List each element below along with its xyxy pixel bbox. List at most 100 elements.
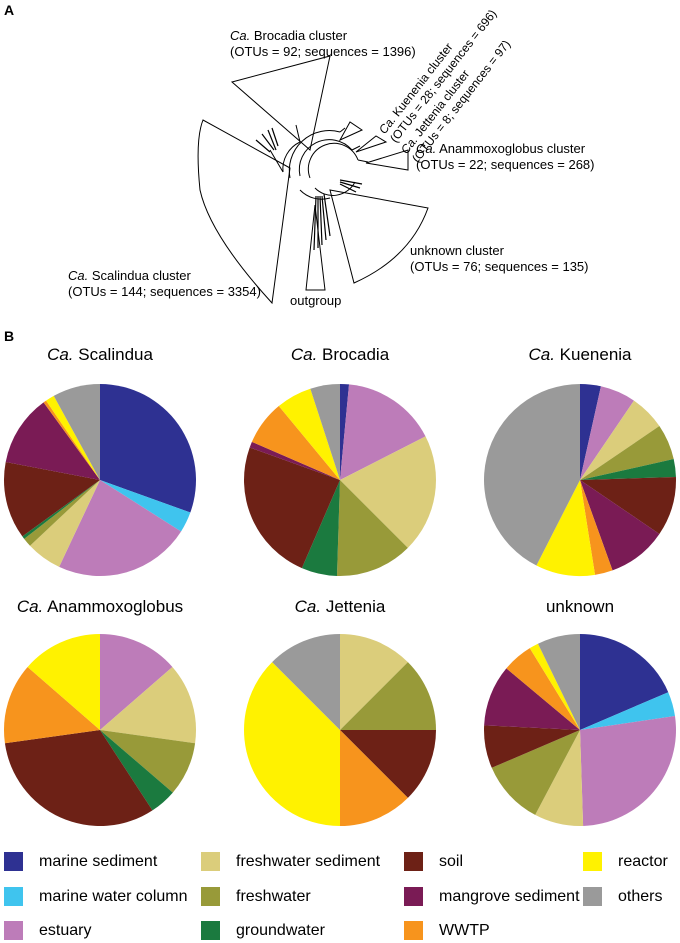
pie-slice-estuary (59, 480, 182, 576)
pie-slice-mangrove-sediment (5, 402, 100, 480)
legend-item-marine-sediment: marine sediment (4, 852, 157, 871)
pie-jettenia (243, 634, 437, 826)
pie-slice-reactor (536, 480, 596, 576)
legend-swatch (583, 887, 602, 906)
pie-slice-reactor (529, 643, 580, 730)
pie-slice-soil (340, 730, 437, 798)
pie-slice-reactor (243, 662, 340, 826)
outgroup-label: outgroup (290, 293, 342, 308)
pie-title-unknown: unknown (545, 597, 615, 616)
pie-slice-estuary (340, 384, 426, 480)
pie-slice-reactor (46, 395, 100, 480)
anammoxoglobus-clade-wedge (365, 149, 409, 171)
pie-slice-marine-sediment (100, 384, 197, 513)
pie-slice-freshwater-sediment (340, 436, 437, 548)
legend-swatch (201, 887, 220, 906)
pie-slice-others (310, 384, 340, 480)
pie-slice-freshwater-sediment (100, 666, 196, 744)
pie-slice-freshwater (24, 480, 100, 546)
pie-slice-soil (580, 476, 676, 534)
panel-b-letter: B (4, 328, 15, 344)
tree-branches (269, 124, 369, 200)
pie-slice-groundwater (580, 459, 676, 480)
pie-slice-WWTP (506, 648, 580, 730)
pie-slice-freshwater (340, 662, 436, 730)
pie-slice-mangrove-sediment (580, 480, 660, 571)
cluster-label-brocadia: Ca. Brocadia cluster (OTUs = 92; sequenc… (230, 28, 416, 59)
pie-slice-others (537, 634, 580, 730)
pie-slice-freshwater (580, 426, 674, 480)
legend-item-marine-water-column: marine water column (4, 887, 188, 906)
legend-item-wwtp: WWTP (404, 921, 490, 940)
panel-a-letter: A (4, 2, 15, 18)
legend-item-estuary: estuary (4, 921, 91, 940)
outgroup-wedge (305, 204, 326, 291)
pie-slice-freshwater-sediment (340, 634, 408, 730)
pie-slice-soil (244, 447, 340, 569)
legend-swatch (4, 921, 23, 940)
scalindua-clade-wedge (197, 119, 291, 305)
legend-item-soil: soil (404, 852, 463, 871)
pie-slice-soil (4, 730, 153, 826)
pie-slice-freshwater-sediment (580, 400, 660, 480)
pie-slice-freshwater (491, 730, 580, 815)
pie-kuenenia (484, 384, 676, 576)
pie-slice-freshwater-sediment (535, 730, 584, 826)
legend-swatch (4, 887, 23, 906)
legend-swatch (404, 921, 423, 940)
pie-slice-mangrove-sediment (249, 441, 340, 480)
pie-slice-freshwater-sediment (30, 480, 100, 567)
legend-swatch (201, 921, 220, 940)
pie-slice-reactor (27, 634, 101, 730)
pie-slice-marine-water-column (100, 480, 191, 532)
legend-swatch (4, 852, 23, 871)
pie-slice-freshwater (336, 480, 408, 577)
unknown-clade-wedge (329, 189, 429, 284)
cluster-label-scalindua: Ca. Scalindua cluster (OTUs = 144; seque… (68, 268, 261, 299)
pie-anammoxoglobus (4, 634, 196, 826)
phylogenetic-tree (197, 55, 429, 305)
pie-slice-estuary (580, 716, 676, 826)
kuenenia-clade-wedge (338, 121, 364, 142)
legend-swatch (404, 852, 423, 871)
pie-title-scalindua: Ca. Scalindua (47, 345, 153, 364)
legend-item-others: others (583, 887, 662, 906)
legend-item-freshwater-sediment: freshwater sediment (201, 852, 380, 871)
pie-title-anammoxoglobus: Ca. Anammoxoglobus (16, 597, 184, 616)
legend-item-reactor: reactor (583, 852, 668, 871)
pie-slice-reactor (278, 388, 340, 480)
pie-slice-mangrove-sediment (484, 668, 580, 730)
pie-slice-groundwater (100, 730, 173, 811)
legend-item-freshwater: freshwater (201, 887, 311, 906)
pie-slice-soil (4, 462, 101, 537)
pie-brocadia (244, 384, 437, 577)
legend-item-groundwater: groundwater (201, 921, 325, 940)
pie-slice-WWTP (251, 406, 340, 480)
pie-slice-freshwater (100, 730, 196, 793)
pie-slice-others (53, 384, 100, 480)
pie-slice-marine-water-column (580, 692, 675, 730)
pie-title-jettenia: Ca. Jettenia (294, 597, 386, 616)
tree-leaves (255, 127, 363, 251)
legend-swatch (404, 887, 423, 906)
pie-title-kuenenia: Ca. Kuenenia (528, 345, 632, 364)
pie-slice-others (272, 634, 340, 730)
pie-slice-WWTP (340, 730, 408, 826)
legend-item-mangrove-sediment: mangrove sediment (404, 887, 580, 906)
pie-scalindua (4, 384, 197, 576)
cluster-label-anammoxoglobus: Ca. Anammoxoglobus cluster (OTUs = 22; s… (416, 141, 595, 172)
jettenia-clade-wedge (355, 135, 388, 153)
pie-unknown (484, 634, 676, 826)
pie-slice-WWTP (43, 400, 100, 480)
pie-slice-soil (484, 725, 580, 768)
pie-slice-WWTP (4, 666, 100, 744)
cluster-label-unknown: unknown cluster (OTUs = 76; sequences = … (410, 243, 589, 274)
legend-swatch (583, 852, 602, 871)
pie-slice-groundwater (301, 480, 340, 576)
pie-slice-marine-sediment (580, 634, 669, 730)
pie-slice-others (484, 384, 580, 566)
pie-title-brocadia: Ca. Brocadia (290, 345, 390, 364)
pie-slice-estuary (100, 634, 173, 730)
pie-slice-WWTP (580, 480, 613, 575)
legend-swatch (201, 852, 220, 871)
